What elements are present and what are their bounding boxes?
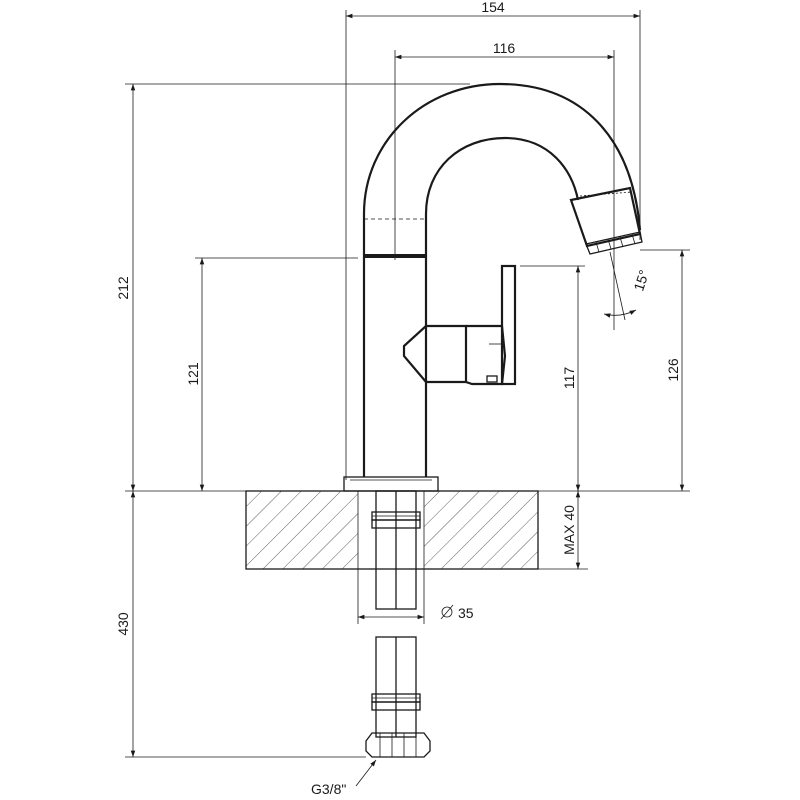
dimension-hole-diameter: 35 [357,569,474,624]
dimension-spout-reach: 116 [394,40,615,330]
dimension-lever-height: 121 [185,257,358,491]
dimension-label-hose-length: 430 [115,612,131,636]
dimension-max-deck-thickness: MAX 40 [561,491,581,569]
dimension-label-outlet-height-right: 126 [665,358,681,382]
dimension-label-lever-height: 121 [185,362,201,386]
dimension-outlet-height-left: 117 [520,265,585,491]
lever-handle [402,264,517,386]
dimension-total-height: 212 [115,83,470,491]
connection-thread-callout: G3/8" [311,759,377,797]
dimension-overall-width: 154 [345,0,641,480]
dimension-spray-angle: 15° [603,251,652,321]
dimension-label-spray-angle: 15° [630,268,652,293]
faucet-body [343,82,643,492]
dimension-label-hole-diameter: 35 [458,605,474,621]
flexible-hose [365,636,431,758]
diameter-icon [440,604,454,620]
dimension-label-overall-width: 154 [481,0,505,15]
dimension-label-total-height: 212 [115,276,131,300]
dimension-hose-length: 430 [115,491,366,758]
connection-thread-label: G3/8" [311,781,346,797]
dimension-label-outlet-height-left: 117 [561,367,577,390]
deck-section [245,490,588,570]
mounting-shank [371,490,421,610]
dimension-label-spout-reach: 116 [493,40,516,56]
dimension-outlet-height-right: 126 [640,249,690,491]
dimension-label-max-deck-thickness: MAX 40 [561,505,577,555]
